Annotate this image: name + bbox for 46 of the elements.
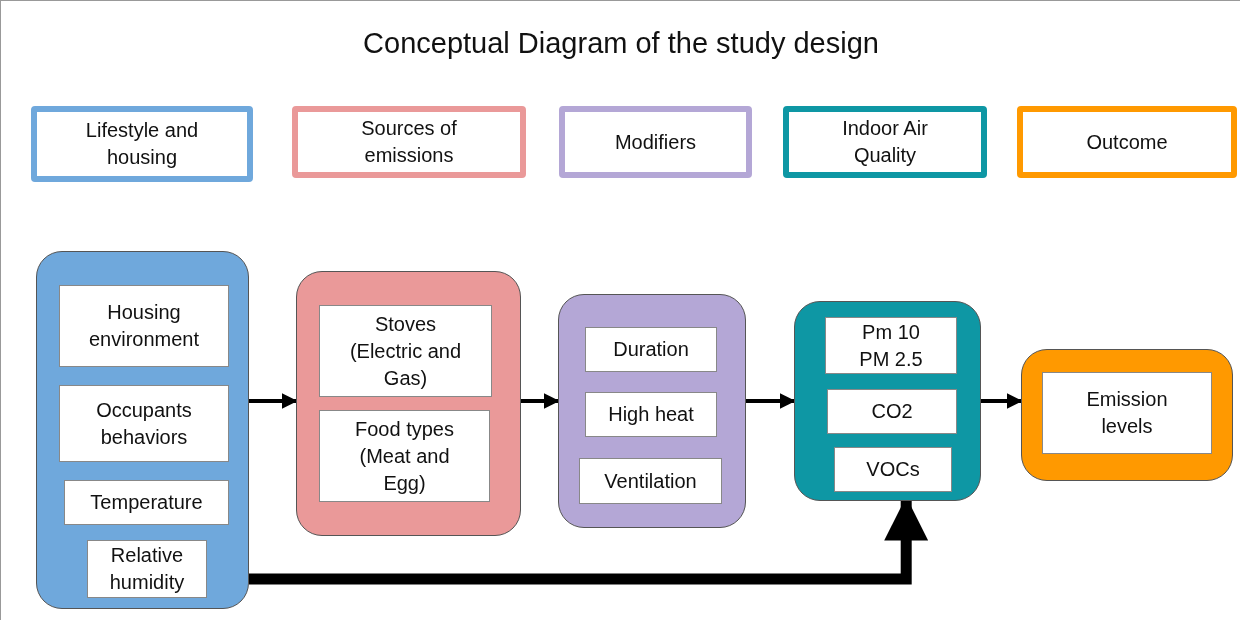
- item-box: [87, 540, 207, 598]
- category-box: [559, 106, 752, 178]
- box-label: Stoves (Electric and Gas): [348, 311, 463, 391]
- item-box: [319, 410, 490, 502]
- item-box: [59, 385, 229, 462]
- group-panel: [558, 294, 746, 528]
- item-box: [825, 317, 957, 374]
- arrow: [746, 393, 796, 409]
- box-label: Duration: [613, 337, 689, 362]
- diagram-title: Conceptual Diagram of the study design: [362, 27, 880, 60]
- group-panel: [36, 251, 249, 609]
- item-box: [585, 392, 717, 437]
- item-box: [64, 480, 229, 525]
- category-box: [292, 106, 526, 178]
- box-label: Emission levels: [1085, 387, 1169, 439]
- box-label: Lifestyle and housing: [84, 118, 200, 170]
- arrow: [249, 393, 298, 409]
- item-box: [1042, 372, 1212, 454]
- box-label: CO2: [871, 399, 913, 424]
- category-box: [31, 106, 253, 182]
- box-label: Modifiers: [614, 129, 697, 155]
- box-label: Housing environment: [87, 300, 201, 352]
- item-box: [319, 305, 492, 397]
- box-label: Pm 10 PM 2.5: [858, 319, 924, 372]
- box-label: Sources of emissions: [360, 116, 458, 168]
- box-label: VOCs: [866, 457, 920, 482]
- item-box: [834, 447, 952, 492]
- box-label: Food types (Meat and Egg): [354, 416, 455, 496]
- group-panel: [794, 301, 981, 501]
- box-label: Ventilation: [604, 468, 697, 494]
- box-label: Temperature: [90, 490, 203, 515]
- category-box: [1017, 106, 1237, 178]
- box-label: Relative humidity: [108, 543, 186, 595]
- box-label: Occupants behaviors: [95, 397, 193, 450]
- item-box: [59, 285, 229, 367]
- item-box: [579, 458, 722, 504]
- group-panel: [1021, 349, 1233, 481]
- box-label: High heat: [608, 402, 694, 427]
- arrow: [981, 393, 1023, 409]
- box-label: Indoor Air Quality: [841, 116, 929, 168]
- box-label: Outcome: [1086, 129, 1168, 155]
- item-box: [585, 327, 717, 372]
- group-panel: [296, 271, 521, 536]
- arrow: [521, 393, 560, 409]
- item-box: [827, 389, 957, 434]
- category-box: [783, 106, 987, 178]
